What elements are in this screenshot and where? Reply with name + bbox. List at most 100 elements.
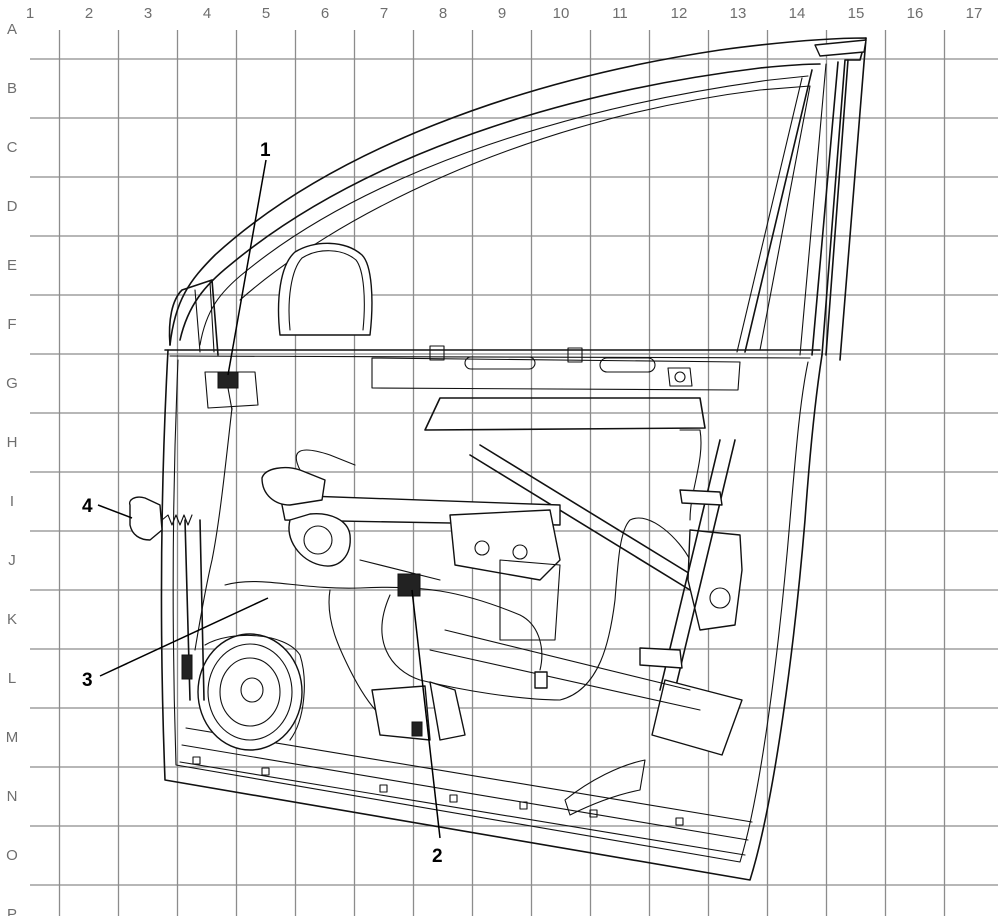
door-inner-edge xyxy=(172,359,809,863)
shelf-slot-1 xyxy=(464,356,536,370)
lower-module-connector xyxy=(411,721,423,737)
grid-column-label: 7 xyxy=(380,5,388,22)
speaker-housing xyxy=(204,634,305,741)
motor-gear-housing xyxy=(288,513,351,567)
diag-brace xyxy=(429,649,701,711)
grid-row-label: I xyxy=(10,493,14,510)
frame-top-cap xyxy=(814,39,867,57)
grid-column-label: 9 xyxy=(498,5,506,22)
grid-column-label: 3 xyxy=(144,5,152,22)
center-connector xyxy=(534,671,548,689)
grid-column-label: 4 xyxy=(203,5,211,22)
grid-column-label: 14 xyxy=(789,5,806,22)
door-harness-grommet xyxy=(128,496,163,541)
regulator-rail-main xyxy=(469,454,691,591)
callout-2-label: 2 xyxy=(432,846,443,867)
grommet-spring xyxy=(161,514,193,526)
b-pillar-rail-1 xyxy=(839,37,867,361)
reference-grid xyxy=(30,30,998,916)
grid-column-label: 15 xyxy=(848,5,865,22)
mirror-pillar-bracket xyxy=(204,371,259,409)
motor-cable xyxy=(295,449,356,471)
center-switch-block xyxy=(397,573,421,597)
grid-column-label: 11 xyxy=(612,5,628,22)
callout-leaders xyxy=(97,159,441,839)
callout-3-leader xyxy=(99,597,269,677)
hinge-pole-2 xyxy=(199,519,205,701)
window-frame-inner-1 xyxy=(179,63,821,341)
grid-row-label: O xyxy=(6,847,18,864)
speaker-dome xyxy=(240,677,264,703)
shelf-hole xyxy=(674,371,686,383)
sill-decal xyxy=(564,759,646,816)
speaker-cone xyxy=(219,657,281,727)
lift-plate-hole-1 xyxy=(474,540,490,556)
sill-clips xyxy=(192,756,684,826)
door-outer-shell xyxy=(160,349,823,881)
latch-rail-2 xyxy=(674,439,736,691)
regulator-rail-main-2 xyxy=(479,444,701,581)
latch-bracket xyxy=(639,647,683,669)
grid-row-label: N xyxy=(7,788,18,805)
glass-run-1 xyxy=(744,69,813,353)
callout-4-label: 4 xyxy=(82,496,93,517)
grid-row-label: L xyxy=(8,670,16,687)
wiring-harness-lower xyxy=(381,517,691,701)
mirror-sail-inner xyxy=(288,250,365,331)
center-switch-arm xyxy=(359,559,441,581)
glass-run-2 xyxy=(736,77,803,353)
door-assembly-drawing xyxy=(128,37,867,881)
regulator-lift-plate xyxy=(449,509,561,581)
grid-row-label: G xyxy=(6,375,18,392)
grid-column-label: 8 xyxy=(439,5,447,22)
grid-column-label: 16 xyxy=(907,5,924,22)
grid-column-label: 17 xyxy=(966,5,983,22)
grid-row-label: K xyxy=(7,611,17,628)
window-frame-inner-2 xyxy=(199,75,809,346)
grid-row-label: J xyxy=(8,552,16,569)
grid-row-label: E xyxy=(7,257,17,274)
door-bottom-sill-2 xyxy=(179,761,746,856)
callout-4-leader xyxy=(97,504,133,519)
grid-column-label: 2 xyxy=(85,5,93,22)
grid-row-label: M xyxy=(6,729,19,746)
latch-rail xyxy=(659,439,721,691)
latch-bracket-2 xyxy=(679,489,723,506)
grid-row-label: A xyxy=(7,21,17,38)
window-frame-outer xyxy=(169,37,867,356)
b-pillar-rail-3 xyxy=(811,61,839,356)
callout-labels: 1 2 3 4 xyxy=(82,140,443,867)
grid-column-label: 13 xyxy=(730,5,747,22)
speaker-frame xyxy=(197,633,303,751)
hinge-block-lower xyxy=(181,654,193,680)
speaker-ring xyxy=(207,643,293,741)
shelf-slot-2 xyxy=(599,357,656,373)
inner-panel-shelf xyxy=(371,357,741,391)
lift-plate-hole-2 xyxy=(512,544,528,560)
front-pillar-inner-2 xyxy=(209,281,215,353)
grid-row-label: H xyxy=(7,434,18,451)
front-pillar-inner xyxy=(194,289,201,353)
window-motor-body xyxy=(261,466,326,506)
door-bottom-sill-3 xyxy=(185,727,753,823)
grid-row-label: B xyxy=(7,80,17,97)
b-pillar-rail-4 xyxy=(799,63,827,356)
grid-row-label: C xyxy=(7,139,18,156)
grid-column-label: 10 xyxy=(553,5,570,22)
lock-rod-2 xyxy=(679,429,702,521)
door-lock-actuator xyxy=(687,529,743,631)
grid-row-label: F xyxy=(7,316,16,333)
lock-rod xyxy=(328,589,381,716)
callout-2-leader xyxy=(411,589,441,839)
grid-column-label: 6 xyxy=(321,5,329,22)
motor-gear xyxy=(303,525,333,555)
grid-column-label: 12 xyxy=(671,5,688,22)
grid-column-label: 1 xyxy=(26,5,34,22)
grid-row-label: D xyxy=(7,198,18,215)
door-bottom-sill xyxy=(181,744,749,841)
shelf-tab-2 xyxy=(567,347,583,363)
callout-1-leader xyxy=(227,159,267,376)
lower-module-bracket xyxy=(429,681,466,741)
